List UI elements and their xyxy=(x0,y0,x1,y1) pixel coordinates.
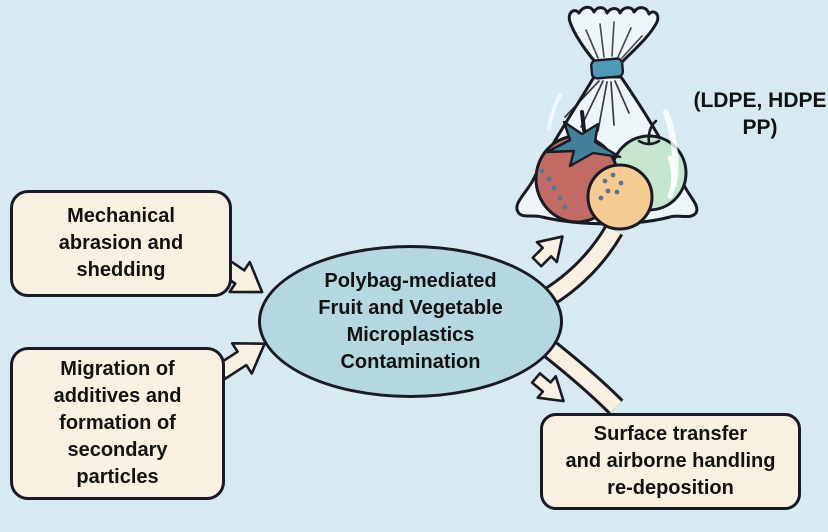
cause-box-mechanical-abrasion: Mechanical abrasion and shedding xyxy=(10,190,232,297)
cause-arrow-2-icon xyxy=(215,341,266,381)
polymer-types-text: (LDPE, HDPE PP) xyxy=(693,89,827,139)
microplastic-dots-tomato xyxy=(539,168,568,210)
polybag-icon xyxy=(515,5,699,231)
effect-arrow-top-icon xyxy=(531,235,564,268)
central-topic-ellipse: Polybag-mediated Fruit and Vegetable Mic… xyxy=(258,245,563,398)
cause-box-1-label: Mechanical abrasion and shedding xyxy=(58,205,184,281)
orange-icon xyxy=(586,163,654,231)
effect-box-label: Surface transfer and airborne handling r… xyxy=(565,423,776,499)
effect-arrow-bottom-icon xyxy=(530,372,565,403)
microplastic-dots-orange xyxy=(598,172,624,201)
effect-box-surface-transfer: Surface transfer and airborne handling r… xyxy=(540,413,801,510)
tomato-calyx-icon xyxy=(545,120,622,168)
central-topic-label: Polybag-mediated Fruit and Vegetable Mic… xyxy=(318,269,503,373)
curved-band-bottom-icon xyxy=(539,337,624,415)
cause-box-additive-migration: Migration of additives and formation of … xyxy=(10,347,225,500)
polymer-types-label: (LDPE, HDPE PP) xyxy=(690,86,828,142)
bag-tie-icon xyxy=(590,57,625,80)
curved-band-top-icon xyxy=(543,224,624,306)
cause-box-2-label: Migration of additives and formation of … xyxy=(53,358,182,488)
